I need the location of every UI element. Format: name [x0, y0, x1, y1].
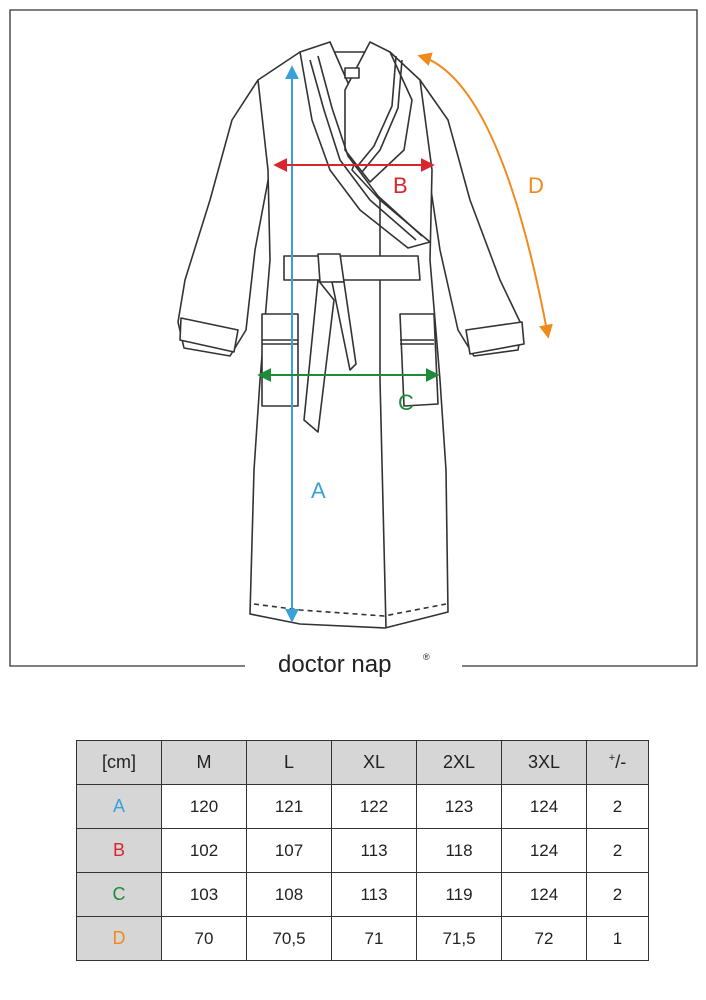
frame — [9, 9, 698, 667]
dimension-label-a: A — [311, 478, 326, 503]
tolerance-plus: + — [608, 752, 616, 764]
dimension-label-c: C — [398, 390, 414, 415]
table-cell: 70,5 — [246, 916, 332, 961]
row-label-b: B — [76, 828, 162, 873]
table-cell: 123 — [416, 784, 502, 829]
robe-illustration — [177, 41, 525, 629]
size-header-xl: XL — [331, 740, 417, 785]
brand-registered-mark: ® — [423, 652, 430, 662]
table-cell: 120 — [161, 784, 247, 829]
table-cell: 102 — [161, 828, 247, 873]
dimension-label-d: D — [528, 173, 544, 198]
unit-header: [cm] — [76, 740, 162, 785]
table-cell: 119 — [416, 872, 502, 917]
row-label-c: C — [76, 872, 162, 917]
tolerance-cell: 2 — [586, 828, 649, 873]
table-cell: 122 — [331, 784, 417, 829]
brand-name: doctor nap — [278, 651, 391, 678]
size-header-l: L — [246, 740, 332, 785]
table-row: C 103 108 113 119 124 2 — [76, 872, 649, 917]
table-cell: 71 — [331, 916, 417, 961]
tolerance-cell: 2 — [586, 872, 649, 917]
table-cell: 121 — [246, 784, 332, 829]
table-cell: 70 — [161, 916, 247, 961]
table-row: A 120 121 122 123 124 2 — [76, 784, 649, 829]
table-cell: 107 — [246, 828, 332, 873]
table-cell: 124 — [501, 872, 587, 917]
table-cell: 124 — [501, 828, 587, 873]
robe-size-diagram: doctor nap ® — [9, 9, 698, 678]
table-cell: 118 — [416, 828, 502, 873]
size-header-2xl: 2XL — [416, 740, 502, 785]
tolerance-header: +/- — [586, 740, 649, 785]
table-row: B 102 107 113 118 124 2 — [76, 828, 649, 873]
table-row: D 70 70,5 71 71,5 72 1 — [76, 916, 649, 961]
dimension-arrow-b: B — [273, 158, 435, 198]
table-cell: 113 — [331, 872, 417, 917]
dimension-arrow-c: C — [257, 368, 440, 415]
table-header-row: [cm] M L XL 2XL 3XL +/- — [76, 740, 649, 785]
tolerance-rest: /- — [615, 752, 627, 772]
dimension-arrow-d: D — [417, 52, 553, 339]
table-cell: 72 — [501, 916, 587, 961]
row-label-d: D — [76, 916, 162, 961]
dimension-label-b: B — [393, 173, 408, 198]
size-header-m: M — [161, 740, 247, 785]
table-cell: 113 — [331, 828, 417, 873]
table-cell: 108 — [246, 872, 332, 917]
row-label-a: A — [76, 784, 162, 829]
tolerance-cell: 1 — [586, 916, 649, 961]
tolerance-cell: 2 — [586, 784, 649, 829]
size-table: [cm] M L XL 2XL 3XL +/- A 120 121 122 12… — [76, 740, 649, 961]
table-cell: 103 — [161, 872, 247, 917]
table-cell: 124 — [501, 784, 587, 829]
table-cell: 71,5 — [416, 916, 502, 961]
size-header-3xl: 3XL — [501, 740, 587, 785]
